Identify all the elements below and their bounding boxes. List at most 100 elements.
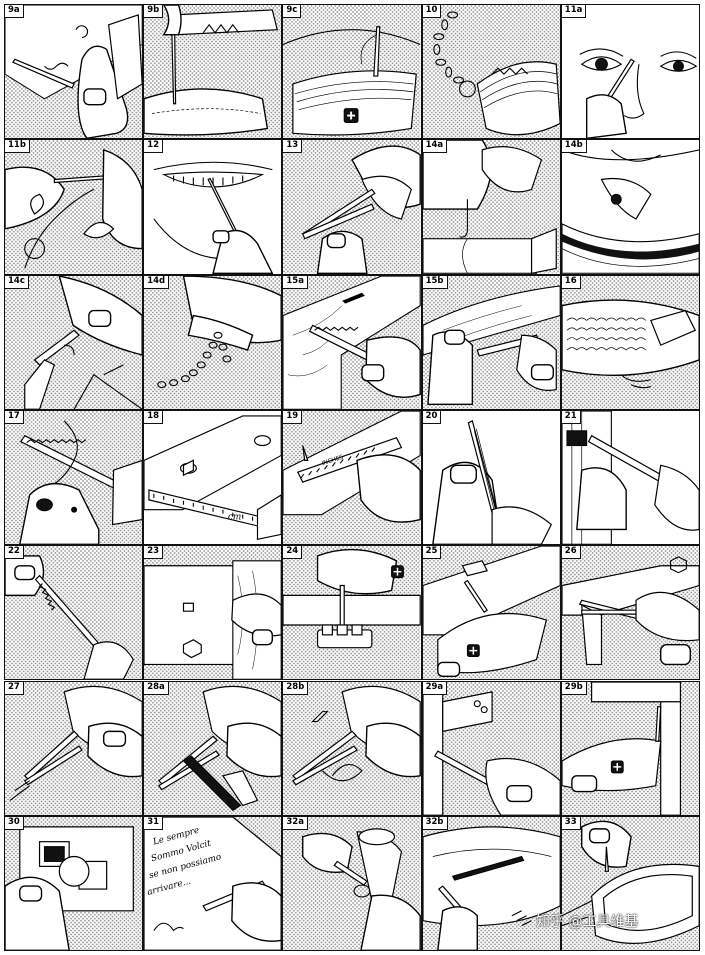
panel-29b: 29b [560,680,700,816]
crimping-tool-icon [283,681,421,815]
panel-label: 13 [283,140,303,154]
panel-label: 11b [5,140,30,154]
panel-label: 25 [422,546,442,560]
panel-12: 12 [143,139,283,275]
panel-23: 23 [143,545,283,681]
panel-11a: 11a [560,4,700,140]
panel-label: 29a [422,681,448,695]
panel-label: 14a [422,140,448,154]
panel-label: 29b [561,681,587,695]
panel-24: 24 [282,545,422,681]
panel-19: 19 INCHES [282,409,422,546]
panel-17: 17 [4,409,144,546]
panel-label: 9a [5,5,24,18]
panel-32a: 32a [282,815,422,952]
pliers-wire-icon [5,681,143,815]
panel-label: 10 [422,5,442,18]
panel-label: 15a [283,275,308,289]
panel-label: 32a [283,816,308,830]
hook-parcel-icon [422,140,560,274]
metal-file-icon [561,410,699,545]
panel-label: 22 [5,546,24,560]
awl-thread-icon [283,5,421,139]
panel-label: 23 [144,546,164,560]
hook-tent-peg-icon [5,275,143,409]
wood-saw-plank-icon [283,275,421,409]
panel-label: 11a [561,5,587,18]
panel-label: 27 [5,681,24,695]
wood-saw-branch-icon [422,275,560,409]
toothpick-mouth-icon [144,140,282,274]
panel-18: 18 cm [143,409,283,546]
scissors-icon [283,140,421,274]
tweezers-eye-icon [561,5,699,139]
wiper-blade-icon [422,816,560,951]
cm-label: cm [228,512,241,522]
fish-hook-disgorger-icon [5,410,143,545]
ruler-inches-icon: INCHES [283,410,421,545]
chisel-icon [422,546,560,680]
panel-label: 30 [5,816,24,830]
metal-saw-bolt-icon [144,546,282,680]
panel-label: 19 [283,410,303,424]
panel-16: 16 [560,274,700,410]
panel-9c: 9c [282,4,422,140]
panel-label: 21 [561,410,581,424]
panel-9a: 9a [4,4,144,140]
wire-cutter-icon [144,681,282,815]
panel-28a: 28a [143,680,283,816]
panel-29a: 29a [421,680,561,816]
panel-30: 30 [4,815,144,952]
panel-label: 20 [422,410,442,424]
watermark-text: 知乎 @工具维基 [536,914,639,930]
tweezers-rose-thorn-icon [5,140,143,274]
panel-label: 32b [422,816,448,830]
leather-awl-icon [144,5,282,139]
panel-31: 31 Le sempre Sommo Volcit se non possiam… [143,815,283,952]
fish-scaler-icon [561,275,699,409]
panel-25: 25 [421,545,561,681]
screwdriver-terminal-icon [283,546,421,680]
panel-33: 33 [560,815,700,952]
magnifier-stamps-icon [5,816,143,951]
panel-28b: 28b [282,680,422,816]
panel-label: 26 [561,546,581,560]
panel-label: 33 [561,816,581,830]
panel-9b: 9b [143,4,283,140]
panel-20: 20 [421,409,561,546]
panel-label: 14c [5,275,29,289]
panel-label: 28a [144,681,169,695]
panel-21: 21 [560,409,700,546]
nail-file-icon [422,410,560,545]
panel-label: 31 [144,816,164,830]
panel-label: 9b [144,5,164,18]
panel-13: 13 [282,139,422,275]
panel-label: 17 [5,410,24,424]
panel-label: 12 [144,140,164,154]
panel-14a: 14a [421,139,561,275]
instruction-grid: 9a 9b 9c [4,4,700,952]
screwdriver-cap-icon [283,816,421,951]
phillips-screwdriver-frame-icon [561,681,699,815]
panel-27: 27 [4,680,144,816]
panel-10: 10 [421,4,561,140]
phillips-screwdriver-hinge-icon [422,681,560,815]
panel-14b: 14b [560,139,700,275]
hook-chain-icon [144,275,282,409]
panel-label: 14b [561,140,587,154]
panel-14c: 14c [4,274,144,410]
mini-screwdriver-glasses-icon [561,816,699,951]
panel-label: 16 [561,275,581,289]
panel-11b: 11b [4,139,144,275]
panel-15b: 15b [421,274,561,410]
panel-15a: 15a [282,274,422,410]
panel-label: 24 [283,546,303,560]
pliers-bolt-icon [561,546,699,680]
metal-saw-icon [5,546,143,680]
panel-14d: 14d [143,274,283,410]
panel-label: 28b [283,681,309,695]
key-ring-chain-icon [422,5,560,139]
ruler-cm-icon: cm [144,410,282,545]
panel-label: 18 [144,410,164,424]
panel-label: 14d [144,275,170,289]
